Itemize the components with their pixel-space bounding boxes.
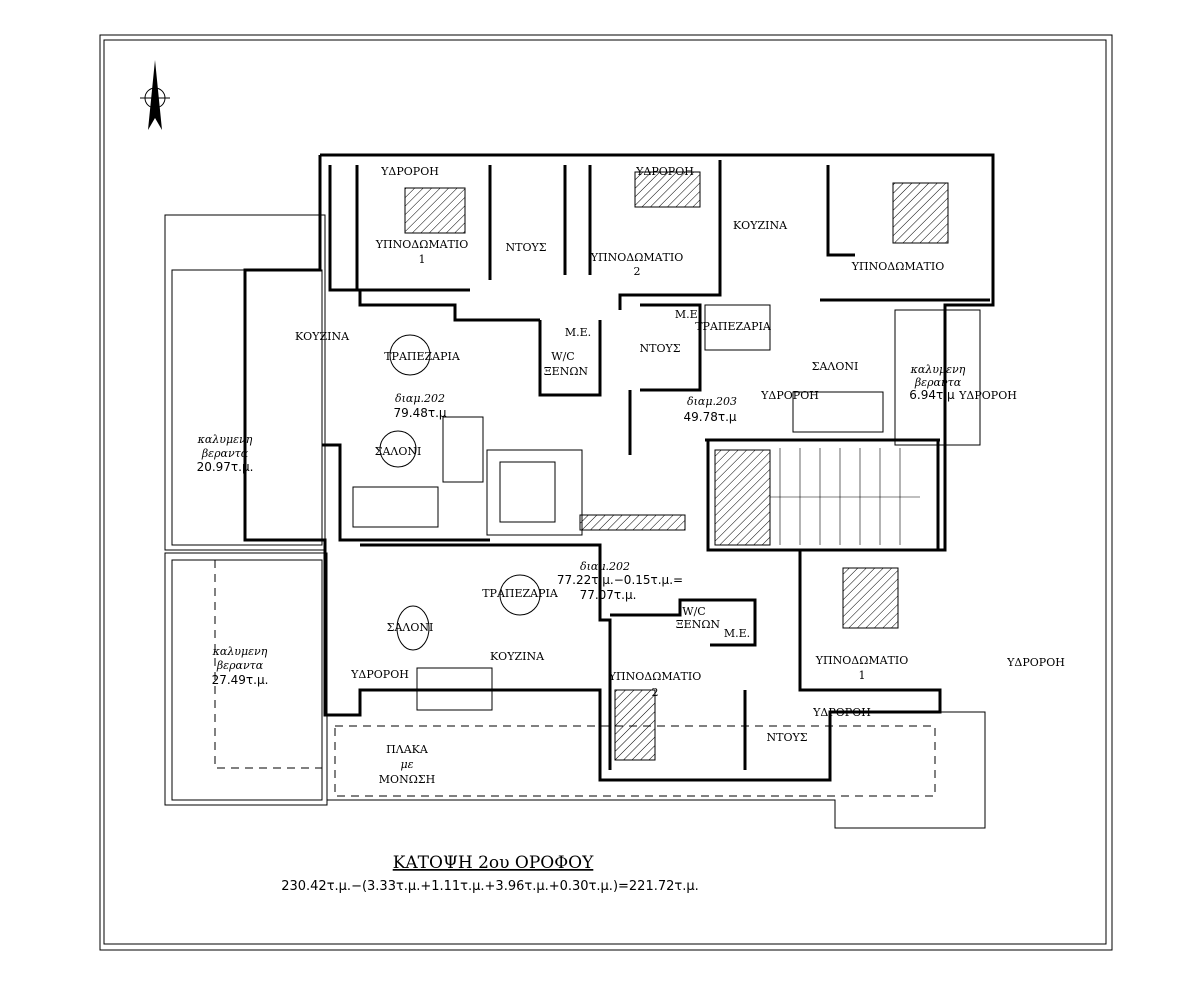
room-label: ΣΑΛΟΝΙ [812,360,859,373]
room-label: ΝΤΟΥΣ [766,731,807,744]
room-label: ΥΔΡΟΡΟΗ [760,389,819,402]
room-label: με [400,758,413,771]
room-label: ΚΟΥΖΙΝΑ [733,219,788,232]
room-label: 2 [634,265,641,278]
room-label: ΥΔΡΟΡΟΗ [958,389,1017,402]
room-label: 79.48τ.μ [393,406,446,420]
room-label: 77.22τ.μ.−0.15τ.μ.= [557,573,683,587]
room-label: ΞΕΝΩΝ [544,365,589,378]
room-label: Μ.Ε. [724,627,750,640]
room-label: ΤΡΑΠΕΖΑΡΙΑ [384,350,461,363]
stair-core [486,448,920,546]
room-label: ΣΑΛΟΝΙ [375,445,422,458]
apartment-203: ΚΟΥΖΙΝΑ ΥΠΝΟΔΩΜΑΤΙΟ Μ.Ε. ΝΤΟΥΣ ΤΡΑΠΕΖΑΡΙ… [639,219,965,424]
room-label: ΥΠΝΟΔΩΜΑΤΙΟ [375,238,468,251]
room-label: ΥΔΡΟΡΟΗ [635,165,694,178]
room-label: ΤΡΑΠΕΖΑΡΙΑ [482,587,559,600]
room-label: ΥΠΝΟΔΩΜΑΤΙΟ [815,654,908,667]
room-label: 6.94τ.μ [909,388,955,402]
bed-icon [892,182,949,244]
room-label: ΥΔΡΟΡΟΗ [350,668,409,681]
room-label: 1 [859,669,866,682]
room-label: ΥΠΝΟΔΩΜΑΤΙΟ [608,670,701,683]
room-label: 77.07τ.μ. [580,588,637,602]
area-formula: 230.42τ.μ.−(3.33τ.μ.+1.11τ.μ.+3.96τ.μ.+0… [281,879,699,894]
drawing-title: ΚΑΤΟΨΗ 2ου ΟΡΟΦΟΥ [393,853,594,873]
room-label: βεραντα [216,659,264,672]
room-label: ΥΔΡΟΡΟΗ [812,706,871,719]
outer-frame [99,34,1113,951]
room-label: 1 [419,253,426,266]
room-label: W/C [682,605,705,618]
room-label: διαμ.202 [395,392,445,405]
room-label: 2 [652,686,659,699]
room-label: ΝΤΟΥΣ [639,342,680,355]
room-label: ΝΤΟΥΣ [505,241,546,254]
dining-table-icon [389,304,771,616]
room-label: ΚΟΥΖΙΝΑ [490,650,545,663]
room-label: διαμ.203 [687,395,737,408]
walls [243,153,995,782]
inner-frame [103,39,1107,945]
room-label: Μ.Ε. [675,308,701,321]
room-label: ΤΡΑΠΕΖΑΡΙΑ [695,320,772,333]
bed-icon [614,689,656,761]
room-label: ΞΕΝΩΝ [676,618,721,631]
room-label: διαμ.202 [580,560,630,573]
room-label: ΜΟΝΩΣΗ [379,773,435,786]
room-label: ΥΠΝΟΔΩΜΑΤΙΟ [851,260,944,273]
rug-icon [396,605,430,651]
north-arrow-icon [140,60,170,130]
room-label: 20.97τ.μ. [197,460,254,474]
bed-icon [404,187,466,234]
room-label: ΥΔΡΟΡΟΗ [1006,656,1065,669]
downspout-labels: ΥΔΡΟΡΟΗ ΥΔΡΟΡΟΗ ΥΔΡΟΡΟΗ ΥΔΡΟΡΟΗ ΥΔΡΟΡΟΗ … [350,165,1065,719]
room-label: ΠΛΑΚΑ [386,743,429,756]
rug-icon [379,430,417,468]
room-label: 27.49τ.μ. [212,673,269,687]
room-label: ΣΑΛΟΝΙ [387,621,434,634]
room-label: βεραντα [914,376,962,389]
room-label: Μ.Ε. [565,326,591,339]
room-label: ΥΠΝΟΔΩΜΑΤΙΟ [590,251,683,264]
roof-slab [326,711,986,829]
apartment-202-top: ΥΠΝΟΔΩΜΑΤΙΟ 1 ΝΤΟΥΣ ΥΠΝΟΔΩΜΑΤΙΟ 2 ΚΟΥΖΙΝ… [197,238,684,474]
room-label: καλυμενη [197,433,253,446]
room-label: καλυμενη [910,363,966,376]
bed-icon [634,171,701,208]
room-label: καλυμενη [212,645,268,658]
room-label: 49.78τ.μ [683,410,736,424]
apartment-202-bottom: διαμ.202 77.22τ.μ.−0.15τ.μ.= 77.07τ.μ. Τ… [212,560,909,786]
room-label: βεραντα [201,447,249,460]
room-label: ΚΟΥΖΙΝΑ [295,330,350,343]
veranda-bottom-left [164,552,328,806]
bed-icon [842,567,899,629]
sofa-icon [352,391,884,711]
room-label: W/C [551,350,574,363]
room-label: ΥΔΡΟΡΟΗ [380,165,439,178]
